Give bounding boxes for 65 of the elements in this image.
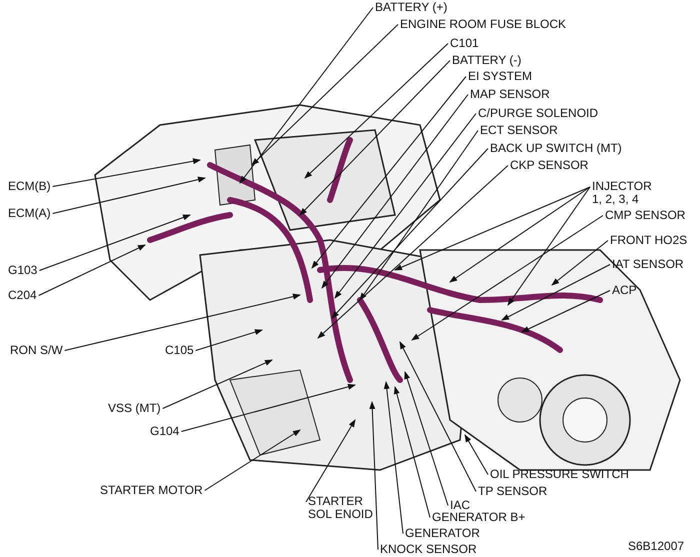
part-label: G103: [8, 264, 38, 277]
part-label: OIL PRESSURE SWITCH: [490, 468, 629, 481]
part-label: BATTERY (-): [452, 54, 522, 67]
part-label: G104: [150, 425, 180, 438]
part-label: INJECTOR 1, 2, 3, 4: [592, 180, 664, 206]
part-label: GENERATOR B+: [432, 511, 526, 524]
leader-line: [38, 214, 191, 271]
part-label: ECT SENSOR: [480, 124, 558, 137]
leader-line: [321, 94, 468, 289]
leader-line: [52, 176, 206, 214]
leader-line: [311, 76, 466, 269]
leader-line: [317, 165, 508, 339]
part-label: ECM(B): [8, 180, 51, 193]
part-label: STARTER MOTOR: [100, 484, 203, 497]
part-label: MAP SENSOR: [470, 88, 550, 101]
leader-line: [449, 186, 590, 283]
leader-line: [304, 43, 448, 179]
part-label: RON S/W: [10, 344, 63, 357]
part-label: FRONT HO2S: [610, 234, 688, 247]
leader-line: [180, 384, 356, 432]
part-label: EI SYSTEM: [468, 70, 532, 83]
part-label: CKP SENSOR: [510, 159, 588, 172]
leader-line: [204, 429, 301, 491]
part-label: C105: [165, 344, 194, 357]
leader-line: [52, 158, 201, 187]
part-label: C101: [450, 37, 479, 50]
leader-line: [521, 290, 610, 332]
leader-line: [551, 240, 608, 286]
part-label: BACK UP SWITCH (MT): [490, 142, 622, 155]
leader-line: [394, 386, 430, 518]
leader-line: [384, 381, 404, 534]
part-label: ACP: [612, 284, 637, 297]
part-label: CMP SENSOR: [605, 209, 686, 222]
part-label: C/PURGE SOLENOID: [478, 107, 598, 120]
leader-line: [306, 419, 356, 502]
part-label: IAC: [450, 499, 470, 512]
leader-line: [359, 130, 478, 301]
part-label: ECM(A): [8, 207, 51, 220]
leader-line: [394, 186, 590, 270]
part-label: VSS (MT): [108, 402, 161, 415]
leader-line: [299, 60, 450, 216]
leader-line: [162, 360, 273, 409]
leader-line: [501, 264, 610, 320]
leader-line: [404, 371, 448, 506]
part-label: IAT SENSOR: [612, 258, 684, 271]
leader-line: [400, 341, 476, 492]
part-label: GENERATOR: [405, 527, 480, 540]
part-label: TP SENSOR: [478, 485, 548, 498]
part-label: C204: [8, 289, 37, 302]
leader-line: [464, 434, 488, 475]
leader-line: [507, 186, 590, 306]
leader-line: [251, 24, 398, 166]
leader-line: [369, 401, 378, 550]
figure-number: S6B12007: [628, 540, 684, 553]
leader-line: [64, 294, 301, 351]
part-label: ENGINE ROOM FUSE BLOCK: [400, 18, 566, 31]
leader-line: [38, 244, 146, 296]
leader-line: [195, 329, 263, 351]
part-label: BATTERY (+): [375, 1, 448, 14]
leader-line: [411, 215, 604, 341]
leader-line: [334, 113, 476, 299]
part-label: STARTER SOL ENOID: [308, 495, 380, 521]
leader-line: [239, 7, 374, 184]
part-label: KNOCK SENSOR: [380, 543, 477, 556]
leader-line: [331, 148, 488, 319]
